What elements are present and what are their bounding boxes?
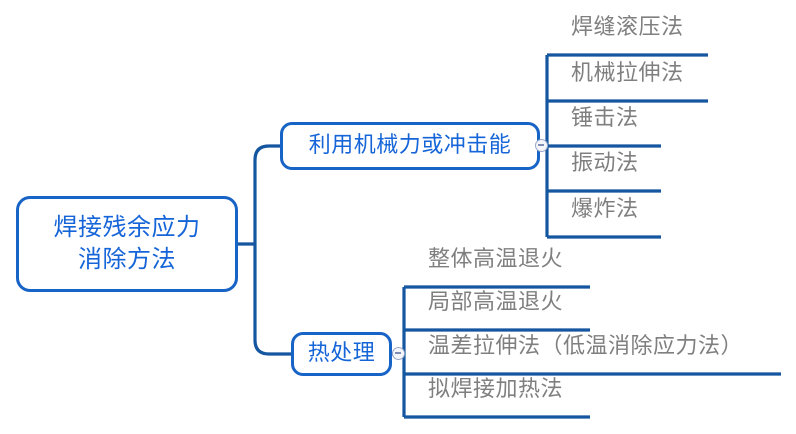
root-node[interactable]: 焊接残余应力 消除方法 (16, 196, 238, 292)
leaf-label: 焊缝滚压法 (571, 15, 684, 40)
branch-node-mechanical[interactable]: 利用机械力或冲击能 (280, 122, 540, 170)
list-item[interactable]: 焊缝滚压法 (559, 17, 684, 46)
branch-node-heat-treatment[interactable]: 热处理 (291, 332, 392, 376)
leaf-label: 爆炸法 (571, 197, 639, 222)
trunk-to-branch-1 (253, 144, 280, 244)
minus-circle-icon[interactable] (535, 139, 548, 152)
list-item[interactable]: 振动法 (559, 153, 639, 182)
leaf-label: 锤击法 (571, 106, 639, 131)
leaf-label: 局部高温退火 (428, 290, 564, 315)
minus-circle-icon[interactable] (392, 347, 405, 360)
list-item[interactable]: 整体高温退火 (416, 249, 563, 278)
trunk-to-branch-2 (253, 244, 291, 356)
list-item[interactable]: 拟焊接加热法 (416, 379, 563, 408)
leaf-label: 拟焊接加热法 (428, 377, 564, 402)
list-item[interactable]: 爆炸法 (559, 199, 639, 228)
leaf-label: 温差拉伸法（低温消除应力法） (428, 334, 744, 359)
leaf-label: 机械拉伸法 (571, 61, 684, 86)
list-item[interactable]: 温差拉伸法（低温消除应力法） (416, 336, 743, 365)
list-item[interactable]: 局部高温退火 (416, 292, 563, 321)
leaf-label: 振动法 (571, 151, 639, 176)
list-item[interactable]: 机械拉伸法 (559, 63, 684, 92)
leaf-label: 整体高温退火 (428, 247, 564, 272)
list-item[interactable]: 锤击法 (559, 108, 639, 137)
